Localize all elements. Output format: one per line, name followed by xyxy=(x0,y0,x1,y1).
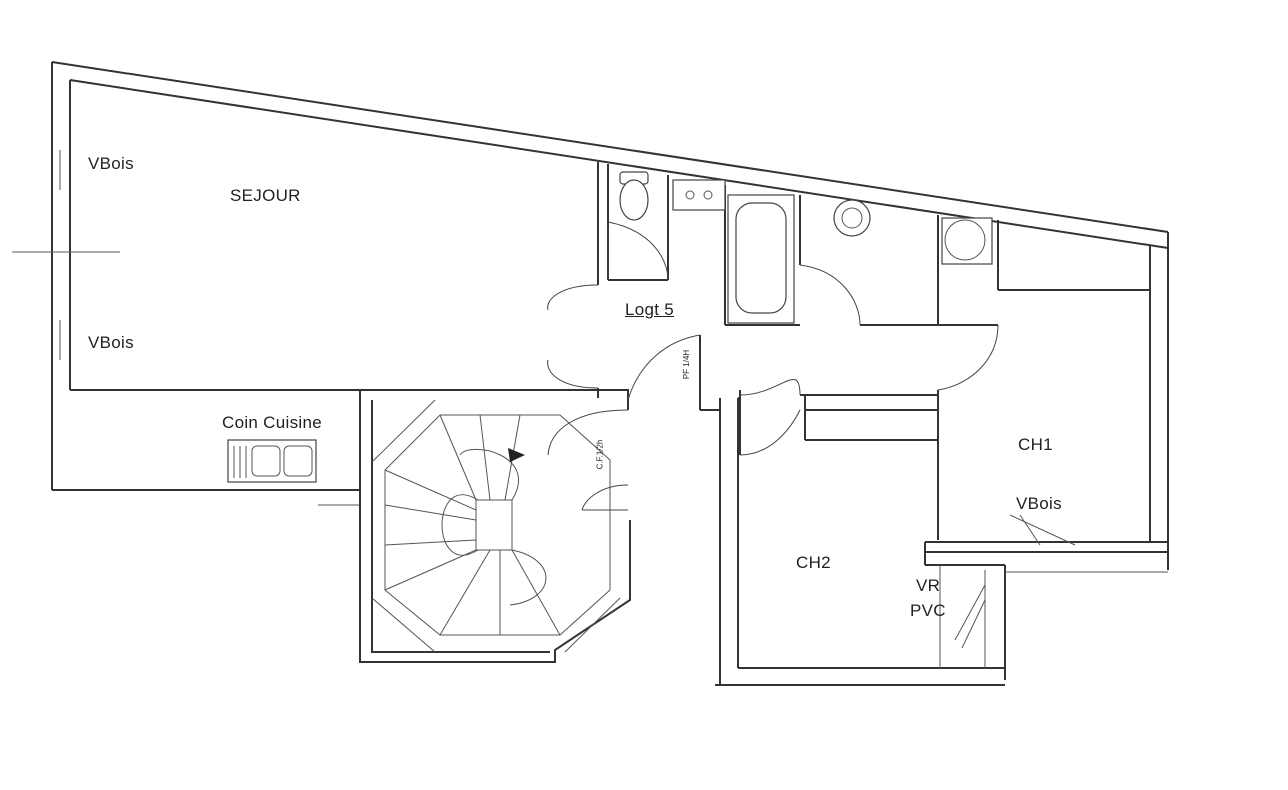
room-label-coin-cuisine: Coin Cuisine xyxy=(222,413,322,432)
outer-walls xyxy=(12,61,1169,570)
unit-label: Logt 5 xyxy=(625,300,675,319)
windows xyxy=(59,150,1076,649)
washbasin-round-icon xyxy=(833,199,871,237)
water-heater-icon xyxy=(941,217,993,265)
interior-walls xyxy=(597,162,1168,686)
window-label-vr: VR xyxy=(916,576,941,595)
doors xyxy=(547,221,999,511)
door-note-cf: C.F.1/2h xyxy=(595,439,605,470)
door-note-pf: PF 1/4H xyxy=(682,349,692,380)
kitchen-sink-icon xyxy=(227,439,317,483)
window-label-vbois-top: VBois xyxy=(88,154,134,173)
window-label-vbois-left: VBois xyxy=(88,333,134,352)
fixtures xyxy=(227,171,993,483)
window-label-pvc: PVC xyxy=(910,601,946,620)
room-label-ch2: CH2 xyxy=(796,553,831,572)
window-label-vbois-ch1: VBois xyxy=(1016,494,1062,513)
staircase xyxy=(359,389,631,663)
room-label-sejour: SEJOUR xyxy=(230,186,301,205)
washbasin-small-icon xyxy=(672,179,726,211)
room-label-ch1: CH1 xyxy=(1018,435,1053,454)
stair-direction-arrow-icon xyxy=(508,448,525,462)
wc-bowl-icon xyxy=(619,179,649,221)
